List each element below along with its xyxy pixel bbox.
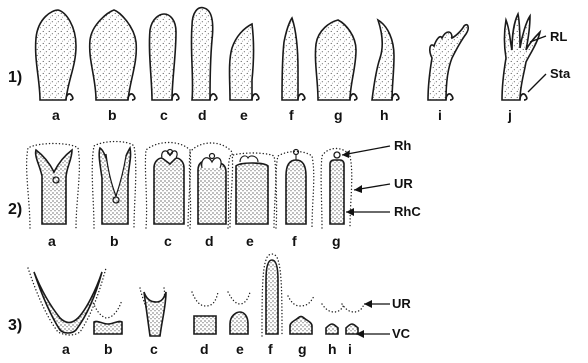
shape-3h <box>322 304 344 334</box>
shape-1j <box>502 14 540 100</box>
letter-1g: g <box>334 107 343 123</box>
letter-1j: j <box>507 107 512 123</box>
shape-3g <box>288 296 314 334</box>
shape-2b <box>92 142 136 229</box>
shape-2a <box>27 144 80 229</box>
letter-1d: d <box>198 107 207 123</box>
letter-1f: f <box>289 107 294 123</box>
shape-1c <box>149 14 178 100</box>
shape-3b <box>92 300 122 334</box>
row-label-3: 3) <box>8 317 22 334</box>
letter-2f: f <box>292 233 297 249</box>
shape-3e <box>228 292 250 334</box>
label-vc: VC <box>392 326 411 341</box>
shape-1b <box>90 10 137 100</box>
shape-1e <box>230 24 259 100</box>
letter-3h: h <box>328 341 337 357</box>
letter-3g: g <box>298 341 307 357</box>
row-2: 2) <box>8 138 421 249</box>
shape-2d <box>189 143 232 228</box>
row-1: 1) <box>8 8 571 123</box>
annotation-sta: Sta <box>528 66 571 92</box>
letter-3c: c <box>150 341 158 357</box>
letter-1b: b <box>108 107 117 123</box>
letter-2b: b <box>110 233 119 249</box>
label-rhc: RhC <box>394 204 421 219</box>
letter-1h: h <box>380 107 389 123</box>
letter-2e: e <box>246 233 254 249</box>
label-sta: Sta <box>550 66 571 81</box>
letter-3a: a <box>62 341 70 357</box>
letter-3d: d <box>200 341 209 357</box>
shape-3d <box>192 292 218 334</box>
letter-2c: c <box>164 233 172 249</box>
letter-2g: g <box>332 233 341 249</box>
label-rl: RL <box>550 29 567 44</box>
annotation-vc: VC <box>356 326 411 341</box>
letter-3i: i <box>348 341 352 357</box>
row-3: 3) <box>8 254 411 357</box>
row-label-2: 2) <box>8 201 22 218</box>
letter-3b: b <box>104 341 113 357</box>
letter-3e: e <box>236 341 244 357</box>
shape-1h <box>372 20 399 100</box>
letters-row-1: a b c d e f g h i j <box>52 107 512 123</box>
shape-2c <box>145 143 190 229</box>
letters-row-2: a b c d e f g <box>48 233 341 249</box>
letter-1i: i <box>438 107 442 123</box>
annotation-rhc: RhC <box>346 204 421 219</box>
shape-2g <box>321 149 352 229</box>
letter-1a: a <box>52 107 60 123</box>
letter-1e: e <box>240 107 248 123</box>
letter-1c: c <box>160 107 168 123</box>
annotation-ur-2: UR <box>354 176 413 193</box>
letters-row-3: a b c d e f g h i <box>62 341 352 357</box>
label-ur-row2: UR <box>394 176 413 191</box>
shape-2e <box>228 153 276 228</box>
shape-1a <box>36 10 76 100</box>
letter-2d: d <box>205 233 214 249</box>
annotation-rh: Rh <box>342 138 411 158</box>
label-ur-row3: UR <box>392 296 411 311</box>
shape-2f <box>276 150 314 229</box>
shape-1f <box>282 18 305 100</box>
shape-3i <box>342 304 364 334</box>
shape-3f <box>262 254 282 336</box>
shape-1i <box>428 25 468 100</box>
shape-1d <box>191 8 216 100</box>
shape-3c <box>140 288 166 336</box>
letter-2a: a <box>48 233 56 249</box>
shape-1g <box>315 20 356 100</box>
annotation-ur-3: UR <box>364 296 411 311</box>
row-label-1: 1) <box>8 69 22 86</box>
label-rh: Rh <box>394 138 411 153</box>
letter-3f: f <box>268 341 273 357</box>
